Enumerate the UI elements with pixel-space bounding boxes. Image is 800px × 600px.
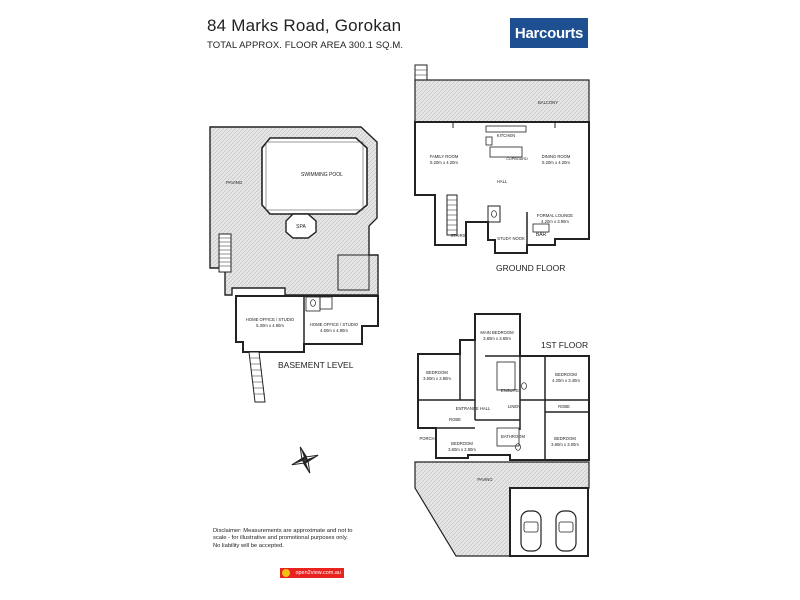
- office2-size: 4.50m x 4.90m: [320, 328, 348, 333]
- robe-right-label: ROBE: [558, 404, 570, 409]
- bedroom-right-size: 4.20m x 3.40m: [552, 378, 580, 383]
- study-nook-label: STUDY NOOK: [497, 236, 525, 241]
- hall-label: HALL: [497, 179, 508, 184]
- bedroom-mid-size: 3.60m x 2.80m: [448, 447, 476, 452]
- family-room-label: FAMILY ROOM: [430, 154, 459, 159]
- formal-lounge-label: FORMAL LOUNGE: [537, 213, 573, 218]
- bedroom-mid-label: BEDROOM: [451, 441, 473, 446]
- first-floor-plan: MAIN BEDROOM 3.80m x 3.60m 1ST FLOOR BED…: [414, 313, 590, 557]
- open2view-badge: open2view.com.au: [280, 568, 344, 578]
- toilet-icon: [515, 443, 521, 451]
- toilet-icon: [310, 299, 316, 307]
- bar-label: BAR: [536, 232, 547, 238]
- basement-lower-stairs: [248, 351, 266, 403]
- first-floor-outline: [417, 313, 590, 461]
- bathroom-label: BATHROOM: [501, 434, 525, 439]
- office2-label: HOME OFFICE / STUDIO: [310, 322, 359, 327]
- bedroom-br-label: BEDROOM: [554, 436, 576, 441]
- office1-size: 5.30m x 4.90m: [256, 323, 284, 328]
- robe-left-label: ROBE: [449, 417, 461, 422]
- compass-rose-icon: [291, 446, 319, 474]
- car-icon: [555, 510, 577, 552]
- disclaimer-line: Disclaimer: Measurements are approximate…: [213, 528, 353, 534]
- disclaimer-line: scale - for illustrative and promotional…: [213, 535, 348, 542]
- harcourts-logo: Harcourts: [510, 18, 588, 48]
- ensuite-label: ENSUITE: [501, 388, 519, 393]
- ground-interior-outline: [414, 121, 590, 254]
- toilet-icon: [491, 210, 497, 218]
- ground-floor-title: GROUND FLOOR: [496, 263, 565, 273]
- spa: [285, 213, 317, 239]
- basement-level-plan: PAVING SWIMMING POOL SPA HOME OFFICE / S…: [209, 126, 379, 403]
- dining-room-label: DINING ROOM: [542, 154, 571, 159]
- office1-label: HOME OFFICE / STUDIO: [246, 317, 295, 322]
- open2view-logo-icon: [282, 569, 290, 577]
- toilet-icon: [521, 382, 527, 390]
- bedroom-left-size: 3.60m x 2.80m: [423, 376, 451, 381]
- bedroom-br-size: 3.80m x 3.00m: [551, 442, 579, 447]
- bedroom-right-label: BEDROOM: [555, 372, 577, 377]
- paving-bottom-label: PAVING: [477, 477, 492, 482]
- main-bedroom-size: 3.80m x 3.60m: [483, 336, 511, 341]
- basement-left-stairs: [218, 233, 232, 273]
- ground-internal-stairs: [446, 194, 458, 236]
- cupboard-label: CUPBOARD: [506, 157, 528, 161]
- kitchen-label: KITCHEN: [497, 133, 515, 138]
- disclaimer-line: No liability will be accepted.: [213, 542, 284, 549]
- pool-label: SWIMMING POOL: [301, 172, 343, 178]
- car-icon: [520, 510, 542, 552]
- bedroom-left-label: BEDROOM: [426, 370, 448, 375]
- paving-label: PAVING: [226, 180, 243, 185]
- formal-lounge-size: 4.20m x 3.90m: [541, 219, 569, 224]
- stairs-label: STAIRS: [451, 233, 466, 238]
- balcony-label: BALCONY: [538, 100, 558, 105]
- basement-level-title: BASEMENT LEVEL: [278, 360, 354, 370]
- swimming-pool: [261, 137, 368, 215]
- family-room-size: 5.20m x 4.20m: [430, 160, 458, 165]
- spa-label: SPA: [296, 224, 306, 230]
- page-title: 84 Marks Road, Gorokan: [207, 16, 402, 35]
- disclaimer: Disclaimer: Measurements are approximate…: [213, 528, 363, 550]
- porch-label: PORCH: [419, 436, 434, 441]
- balcony: [414, 79, 590, 123]
- main-bedroom-label: MAIN BEDROOM: [480, 330, 514, 335]
- floor-area-subtitle: TOTAL APPROX. FLOOR AREA 300.1 SQ.M.: [207, 40, 404, 51]
- entrance-hall-label: ENTRANCE HALL: [456, 406, 491, 411]
- first-floor-title: 1ST FLOOR: [541, 340, 588, 350]
- linen-label: LINEN: [508, 404, 520, 409]
- dining-room-size: 5.20m x 4.20m: [542, 160, 570, 165]
- ground-floor-plan: BALCONY KITCHEN FAMILY ROOM 5.20m x 4.20…: [414, 64, 590, 273]
